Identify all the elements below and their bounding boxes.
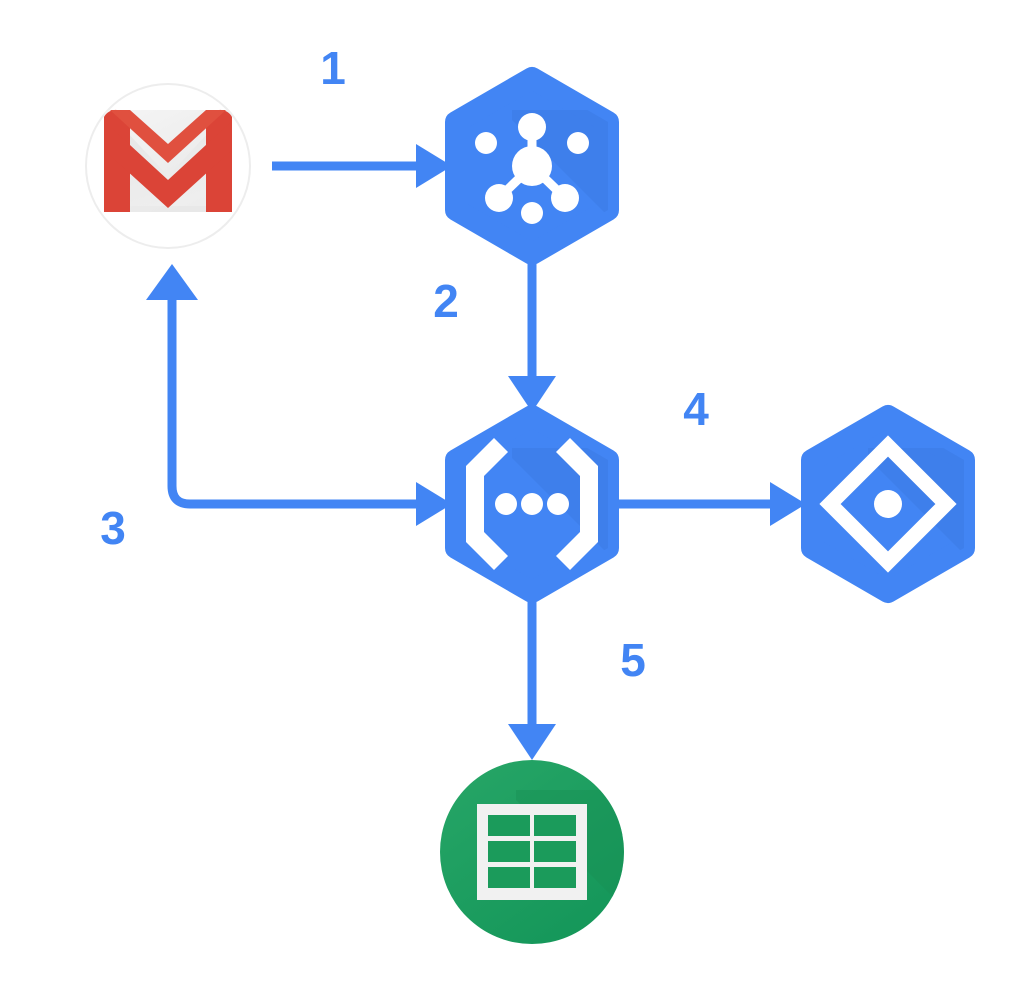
- gmail-stroke-m: [104, 121, 232, 208]
- edge-1-arrowhead: [416, 144, 452, 188]
- node-cloud-pubsub[interactable]: [445, 67, 640, 265]
- edge-4-label: 4: [683, 383, 709, 435]
- functions-shadow: [512, 448, 608, 586]
- edge-2-arrowhead: [508, 376, 556, 412]
- google-sheets-icon: [477, 804, 587, 900]
- edge-5-label: 5: [620, 634, 646, 686]
- edge-2-label: 2: [433, 275, 459, 327]
- pubsub-shadow: [512, 110, 608, 248]
- node-cloud-functions[interactable]: [445, 405, 640, 603]
- edge-2-pubsub-to-functions: 2: [433, 250, 556, 412]
- edge-4-arrowhead: [770, 482, 806, 526]
- cloud-pubsub-icon: [475, 113, 589, 224]
- edge-4-functions-to-vision: 4: [612, 383, 806, 526]
- edge-3-arrowhead-right: [416, 482, 452, 526]
- edge-5-arrowhead: [508, 724, 556, 760]
- edge-3-line: [167, 290, 424, 509]
- node-google-sheets[interactable]: [440, 760, 660, 944]
- cloud-functions-icon: [466, 438, 598, 570]
- node-gmail[interactable]: [85, 83, 251, 249]
- gmail-stroke-m-top: [110, 110, 226, 163]
- edge-1-gmail-to-pubsub: 1: [272, 42, 452, 188]
- gmail-icon: [104, 109, 232, 212]
- edge-5-functions-to-sheets: 5: [508, 588, 646, 760]
- edge-3-arrowhead-up: [146, 264, 198, 300]
- node-cloud-vision[interactable]: [801, 405, 996, 603]
- edge-3-functions-to-gmail: 3: [100, 264, 452, 554]
- edge-3-label: 3: [100, 502, 126, 554]
- cloud-vision-icon: [819, 435, 957, 573]
- gmail-envelope-fold: [112, 116, 224, 206]
- edge-1-label: 1: [320, 42, 346, 94]
